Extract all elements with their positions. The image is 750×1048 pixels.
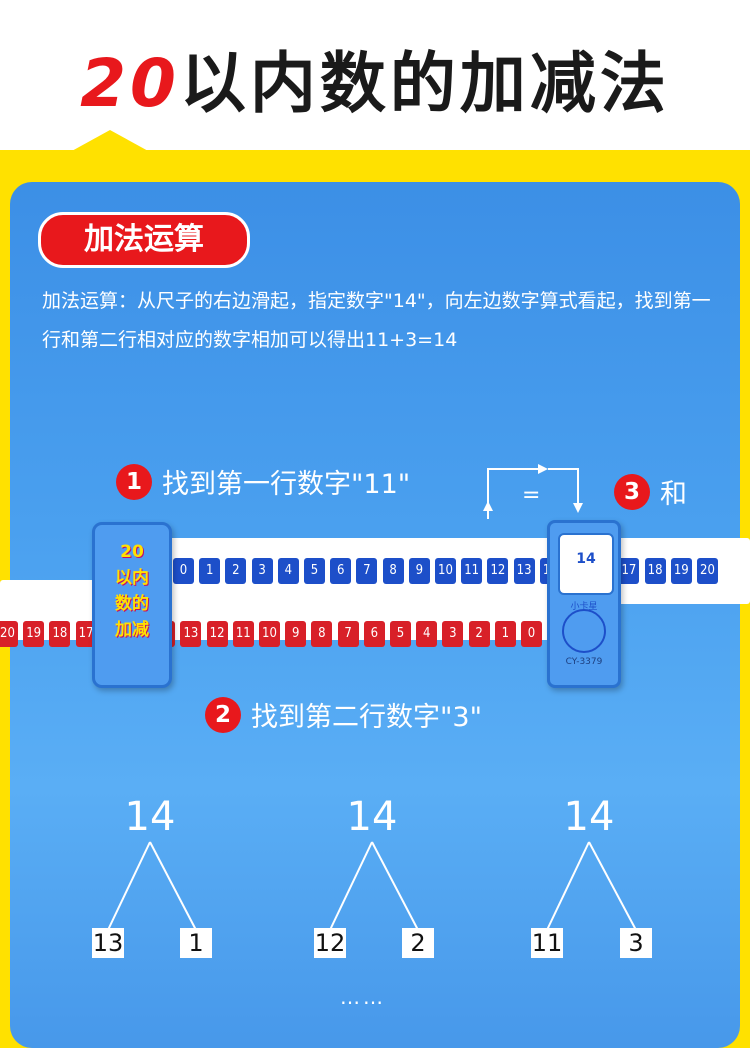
ruler-top-cell: 7 bbox=[356, 558, 378, 584]
ruler-bottom-cell: 4 bbox=[416, 621, 438, 647]
ruler-bottom-cell: 12 bbox=[206, 621, 228, 647]
step-2-text: 找到第二行数字"3" bbox=[251, 702, 483, 733]
ruler-bottom-cell: 2 bbox=[468, 621, 490, 647]
section-pill: 加法运算 bbox=[38, 212, 250, 268]
model-label: CY-3379 bbox=[565, 657, 603, 667]
tree-3-right: 3 bbox=[620, 928, 652, 958]
step-3-number: 3 bbox=[614, 473, 650, 510]
ruler-top-cell: 4 bbox=[277, 558, 299, 584]
step-1: 1 找到第一行数字"11" bbox=[116, 462, 410, 501]
equals-sign: = bbox=[522, 483, 540, 508]
brand-logo-icon bbox=[562, 609, 606, 653]
ruler-top-cell: 9 bbox=[408, 558, 430, 584]
ruler-bottom-cell: 19 bbox=[23, 621, 45, 647]
ruler-bottom-cell: 20 bbox=[0, 621, 18, 647]
more-indicator: …… bbox=[340, 985, 386, 1009]
tree-1-left: 13 bbox=[92, 928, 124, 958]
ruler-bottom-cell: 10 bbox=[259, 621, 280, 647]
left-slider[interactable]: 20以内数的加减 bbox=[92, 522, 172, 688]
ruler-bottom-cell: 6 bbox=[363, 621, 385, 647]
tree-3-total: 14 bbox=[563, 794, 615, 840]
right-slider[interactable]: 14 小卡星 CY-3379 bbox=[547, 520, 621, 688]
ruler-bottom-cell: 13 bbox=[180, 621, 202, 647]
ruler-top-cell: 6 bbox=[330, 558, 352, 584]
step-3-text: 和 bbox=[660, 479, 687, 510]
tree-1-right: 1 bbox=[180, 928, 212, 958]
ruler-top-cell: 17 bbox=[618, 558, 640, 584]
ruler-top-cell: 8 bbox=[382, 558, 404, 584]
ruler-bottom-cell: 17 bbox=[75, 621, 97, 647]
speech-notch bbox=[70, 130, 150, 152]
slider-window: 14 bbox=[558, 533, 614, 595]
step-1-text: 找到第一行数字"11" bbox=[162, 469, 411, 500]
window-value: 14 bbox=[576, 551, 596, 567]
step-2-number: 2 bbox=[205, 696, 241, 733]
tree-2-left: 12 bbox=[314, 928, 346, 958]
equals-arrow-icon: = bbox=[483, 464, 583, 519]
brand-label: 小卡星 bbox=[570, 602, 598, 612]
ruler-bottom-cell: 8 bbox=[311, 621, 333, 647]
ruler-top-cell: 10 bbox=[435, 558, 456, 584]
tree-2-total: 14 bbox=[346, 794, 398, 840]
ruler-bottom-cell: 11 bbox=[232, 621, 254, 647]
ruler-bottom-cell: 1 bbox=[494, 621, 516, 647]
ruler-top-cell: 20 bbox=[697, 558, 718, 584]
ruler-top-cell: 12 bbox=[487, 558, 509, 584]
ruler-top-cell: 11 bbox=[461, 558, 483, 584]
ruler-bottom-cell: 9 bbox=[285, 621, 307, 647]
header: 20以内数的加减法 bbox=[0, 0, 750, 150]
tree-lines bbox=[107, 841, 637, 931]
section-description: 加法运算：从尺子的右边滑起，指定数字"14"，向左边数字算式看起，找到第一行和第… bbox=[42, 290, 711, 351]
ruler-top-cell: 1 bbox=[199, 558, 221, 584]
ruler-bottom-cell: 7 bbox=[337, 621, 359, 647]
ruler-top-cell: 13 bbox=[513, 558, 535, 584]
tree-2-right: 2 bbox=[402, 928, 434, 958]
tree-1-total: 14 bbox=[124, 794, 176, 840]
ruler-top-cell: 2 bbox=[225, 558, 247, 584]
left-slider-label: 20以内数的加减 bbox=[115, 542, 149, 640]
title-text: 以内数的加减法 bbox=[179, 45, 670, 122]
ruler-bottom-cell: 18 bbox=[49, 621, 71, 647]
page-title: 20以内数的加减法 bbox=[0, 30, 750, 126]
ruler-top-cell: 0 bbox=[173, 558, 194, 584]
ruler-top-cell: 19 bbox=[670, 558, 692, 584]
ruler-bottom-cell: 5 bbox=[390, 621, 411, 647]
title-number: 20 bbox=[80, 45, 180, 122]
tree-3-left: 11 bbox=[531, 928, 563, 958]
ruler-top-cell: 3 bbox=[251, 558, 273, 584]
ruler-top-cell: 5 bbox=[304, 558, 325, 584]
ruler-bottom-cell: 3 bbox=[442, 621, 464, 647]
step-1-number: 1 bbox=[116, 463, 152, 500]
step-2: 2 找到第二行数字"3" bbox=[205, 695, 482, 734]
ruler-top-cell: 18 bbox=[644, 558, 666, 584]
ruler-bottom-cell: 0 bbox=[521, 621, 542, 647]
